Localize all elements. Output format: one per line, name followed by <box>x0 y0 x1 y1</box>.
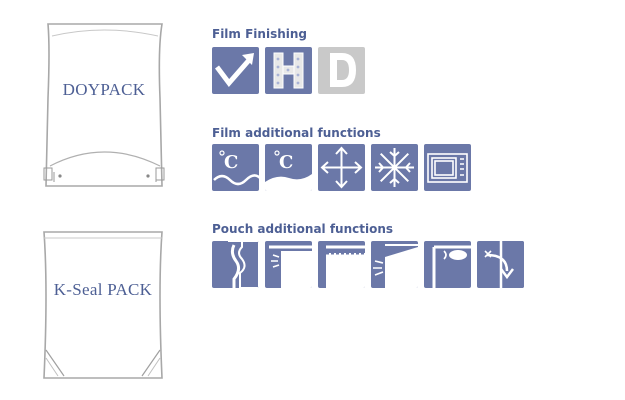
svg-text:C: C <box>224 152 238 173</box>
doypack-pouch: DOYPACK <box>38 18 170 194</box>
k-seal-pouch: K-Seal PACK <box>36 228 170 390</box>
film-functions-icons: C C <box>212 144 471 191</box>
d-letter-icon[interactable] <box>318 47 365 94</box>
celsius-wave-icon[interactable]: C <box>212 144 259 191</box>
spout-icon[interactable] <box>371 241 418 288</box>
zipper-icon[interactable] <box>318 241 365 288</box>
doypack-outline <box>43 23 165 187</box>
k-seal-outline <box>43 231 163 379</box>
valve-icon[interactable] <box>424 241 471 288</box>
check-arrow-icon[interactable] <box>212 47 259 94</box>
shaped-pouch-icon[interactable] <box>212 241 259 288</box>
film-finishing-icons <box>212 47 365 94</box>
snowflake-icon[interactable] <box>371 144 418 191</box>
expand-arrows-icon[interactable] <box>318 144 365 191</box>
holographic-h-icon[interactable] <box>265 47 312 94</box>
svg-text:C: C <box>279 152 293 173</box>
tear-notch-icon[interactable] <box>265 241 312 288</box>
pouch-functions-icons <box>212 241 524 288</box>
film-functions-title: Film additional functions <box>212 126 381 140</box>
k-seal-label: K-Seal PACK <box>53 280 153 299</box>
pouch-functions-title: Pouch additional functions <box>212 222 394 236</box>
reclose-icon[interactable] <box>477 241 524 288</box>
film-finishing-title: Film Finishing <box>212 27 308 41</box>
doypack-label: DOYPACK <box>62 80 146 99</box>
microwave-icon[interactable] <box>424 144 471 191</box>
celsius-water-icon[interactable]: C <box>265 144 312 191</box>
